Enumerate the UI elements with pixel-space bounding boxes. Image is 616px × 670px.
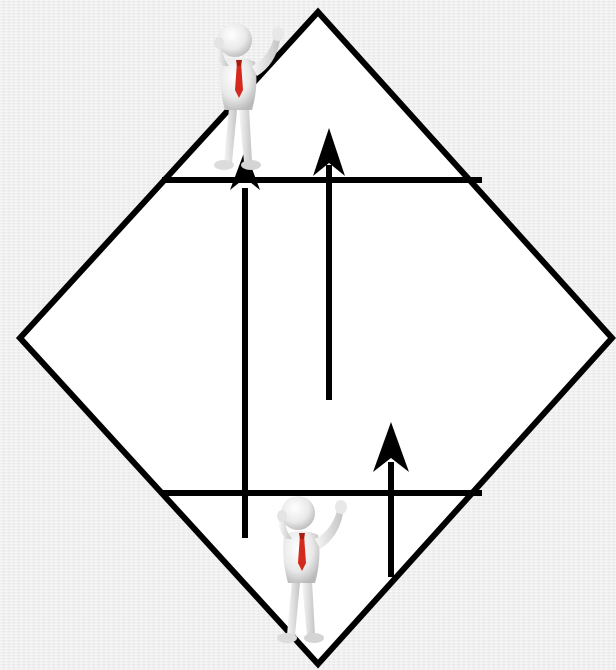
- diagram-svg: [0, 0, 616, 670]
- diagram-canvas: [0, 0, 616, 670]
